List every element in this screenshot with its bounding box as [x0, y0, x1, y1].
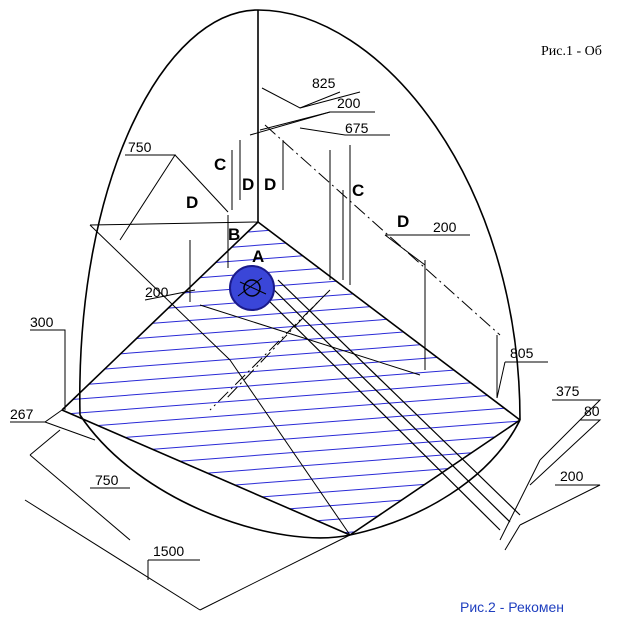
label-b: B [228, 225, 240, 244]
wall-left-diagonal [89, 221, 259, 226]
dim-675: 675 [345, 120, 369, 136]
label-d-mid1: D [242, 175, 254, 194]
dim-267: 267 [10, 406, 34, 422]
dimension-texts: 825 200 675 750 200 200 300 805 375 267 … [10, 75, 600, 559]
pipe-line-1 [257, 289, 501, 531]
floor-edge-front-right [349, 419, 521, 536]
floor-inner-line [199, 304, 421, 376]
floor-dashdot-2 [224, 299, 321, 401]
dome-outline [79, 9, 521, 421]
floor-edge-left [61, 221, 259, 411]
floor-inner-line2 [229, 359, 351, 536]
dim-80: 80 [584, 403, 600, 419]
dim-300: 300 [30, 314, 54, 330]
figure-2-caption: Рис.2 - Рекомен [460, 599, 564, 615]
label-a: A [252, 247, 264, 266]
dim-200-top: 200 [337, 95, 361, 111]
dim-825: 825 [312, 75, 336, 91]
label-d-right: D [397, 212, 409, 231]
dimension-lines [10, 87, 602, 611]
drain-inner-circle [243, 279, 261, 297]
wall-left-mid [89, 224, 231, 361]
dim-750-top: 750 [128, 139, 152, 155]
floor-dashdot-1 [209, 289, 331, 411]
floor-edge-right [257, 221, 521, 421]
floor-ellipse-bottom [79, 414, 521, 539]
dim-200-bottom: 200 [560, 468, 584, 484]
dim-200-right: 200 [433, 219, 457, 235]
pipe-line-2 [267, 283, 511, 523]
label-d-left: D [186, 193, 198, 212]
hatch-line [62, 389, 520, 431]
point-labels: A B C C D D D D [186, 155, 409, 266]
pipe-line-3 [277, 279, 521, 516]
floor-edge-front-left [61, 409, 351, 536]
label-c-right: C [352, 181, 364, 200]
dim-750-bottom: 750 [95, 472, 119, 488]
dim-375: 375 [556, 383, 580, 399]
room-outline [61, 9, 521, 539]
drain-marker [229, 265, 275, 311]
hatch-line [62, 515, 520, 535]
dim-1500: 1500 [153, 543, 184, 559]
hatch-line [62, 529, 520, 535]
figure-1-caption: Рис.1 - Об [541, 44, 602, 59]
wall-centerline [264, 124, 501, 336]
dim-200-left: 200 [145, 284, 169, 300]
label-c-left: C [214, 155, 226, 174]
label-d-mid2: D [264, 175, 276, 194]
dim-805: 805 [510, 345, 534, 361]
